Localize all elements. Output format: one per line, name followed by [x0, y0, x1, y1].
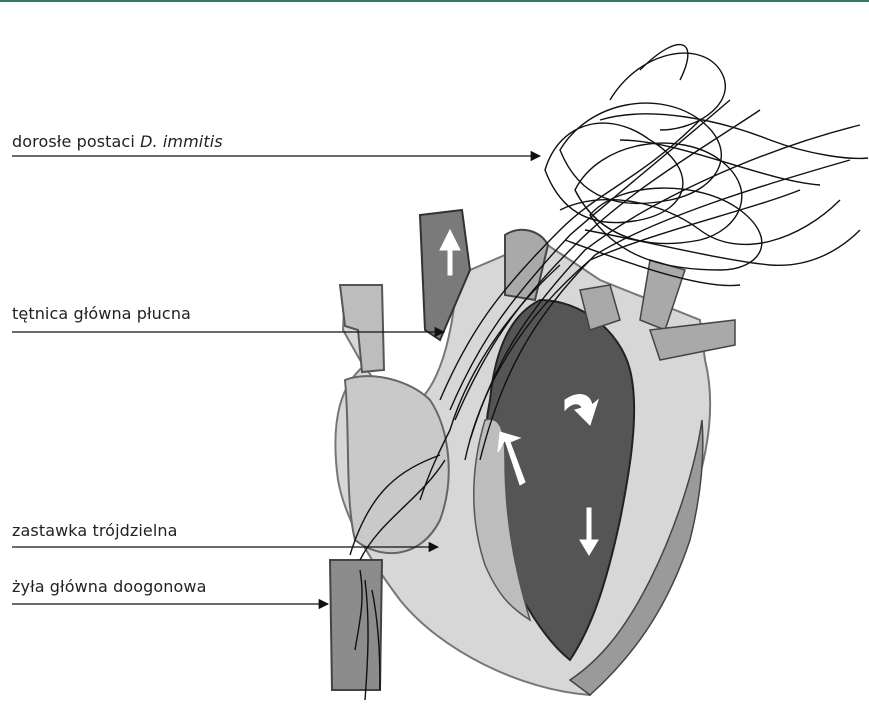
- worm-coil: [585, 230, 860, 265]
- label-vena-cava: żyła główna doogonowa: [12, 577, 207, 596]
- label-pulmonary-artery: tętnica główna płucna: [12, 304, 191, 323]
- caudal-vena-cava: [330, 560, 382, 690]
- worm-coil: [600, 114, 868, 159]
- worm-coil: [640, 45, 688, 80]
- label-tricuspid-valve: zastawka trójdzielna: [12, 521, 178, 540]
- label-worms: dorosłe postaci D. immitis: [12, 132, 223, 151]
- label-worms-prefix: dorosłe postaci: [12, 132, 140, 151]
- heart-illustration: [330, 210, 735, 695]
- label-worms-species: D. immitis: [140, 132, 223, 151]
